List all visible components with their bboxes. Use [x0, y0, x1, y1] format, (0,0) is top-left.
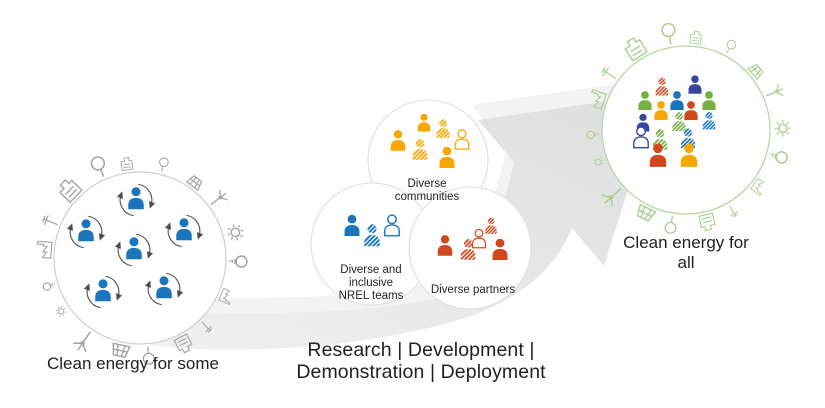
clean-energy-doodle-icon [689, 30, 703, 45]
clean-energy-doodle-icon [725, 202, 740, 220]
city-doodle-icon [206, 187, 231, 211]
middle-circles-group [310, 99, 532, 310]
clean-energy-doodle-icon [767, 147, 790, 165]
left-circle-group [35, 154, 248, 366]
partners-circle [408, 186, 532, 310]
communities-label: Diverse communities [394, 178, 460, 203]
city-doodle-icon [41, 279, 57, 292]
city-doodle-icon [88, 154, 111, 181]
clean-energy-doodle-icon [599, 64, 620, 84]
clean-energy-doodle-icon [762, 82, 787, 103]
right-circle-group [586, 21, 792, 235]
arrow-body [150, 94, 658, 350]
city-doodle-icon [35, 240, 53, 259]
right-caption: Clean energy for all [623, 233, 749, 272]
process-caption: Research | Development | Demonstration |… [296, 339, 546, 383]
left-caption: Clean energy for some [47, 354, 219, 373]
forward-swoosh-arrow [143, 79, 658, 350]
city-doodle-icon [53, 303, 69, 319]
clean-energy-doodle-icon [660, 21, 678, 47]
clean-energy-doodle-icon [773, 119, 792, 138]
city-doodle-icon [224, 221, 247, 244]
clean-energy-doodle-icon [722, 38, 738, 56]
city-doodle-icon [40, 213, 61, 231]
partners-label: Diverse partners [430, 284, 516, 296]
city-doodle-icon [70, 326, 98, 356]
city-doodle-icon [227, 254, 248, 268]
nrel-teams-label: Diverse and inclusive NREL teams [338, 264, 404, 302]
city-doodle-icon [156, 156, 170, 174]
city-doodle-icon [120, 156, 134, 172]
clean-energy-doodle-icon [663, 214, 679, 235]
clean-energy-doodle-icon [698, 212, 717, 233]
